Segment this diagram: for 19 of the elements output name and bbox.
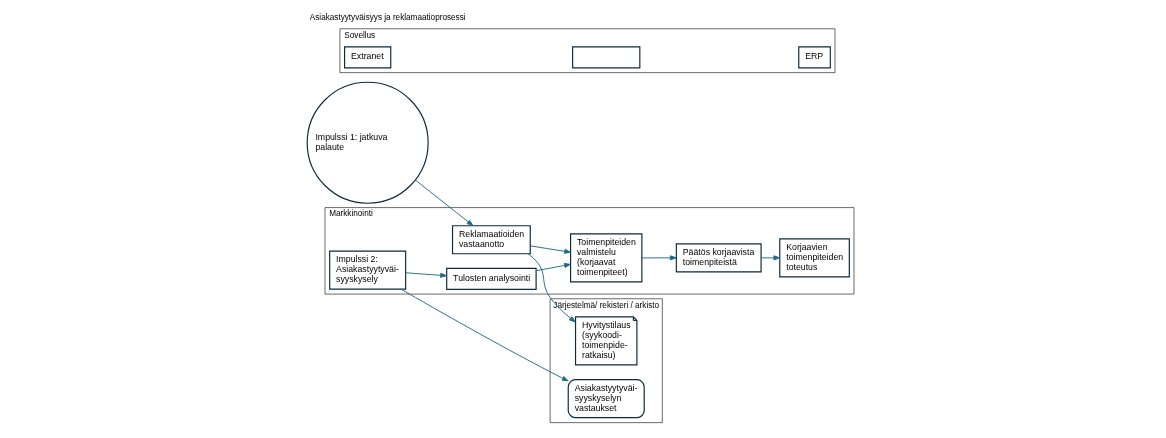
node-box: ERP — [798, 46, 831, 69]
arrow — [527, 253, 576, 323]
arrow — [535, 262, 571, 272]
arrow — [405, 272, 447, 278]
node-circle: Impulssi 1: jatkuva palaute — [306, 81, 429, 204]
arrow — [400, 288, 569, 382]
arrow — [760, 255, 781, 261]
node-box: Korjaavien toimenpiteiden toteutus — [779, 238, 850, 278]
node-box: Asiakastyytyväi- syyskyselyn vastaukset — [567, 379, 645, 419]
node-box — [572, 46, 641, 69]
node-box: Reklamaatioiden vastaanotto — [451, 225, 531, 255]
node-box: Tulosten analysointi — [446, 267, 537, 290]
arrow — [641, 255, 677, 261]
node-box: Päätös korjaavista toimenpiteistä — [675, 243, 762, 273]
node-box: Impulssi 2: Asiakastyytyväi- syyskysely — [329, 250, 407, 290]
node-box: Extranet — [344, 46, 392, 69]
arrow — [529, 245, 571, 254]
arrow — [414, 179, 474, 227]
node-box: Toimenpiteiden valmistelu (korjaavat toimenpiteet) — [570, 233, 643, 283]
